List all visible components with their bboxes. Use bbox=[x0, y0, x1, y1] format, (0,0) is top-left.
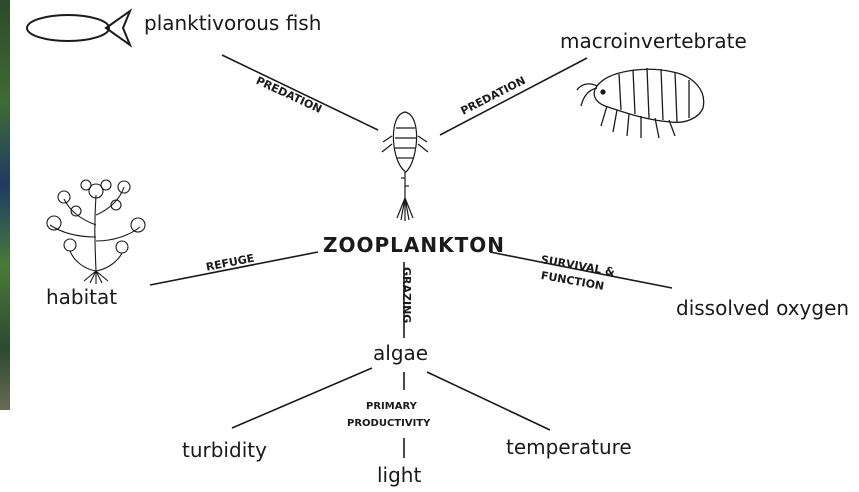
zooplankton-icon bbox=[380, 106, 430, 224]
fish-outline-icon bbox=[22, 5, 134, 51]
line-algae-to-temperature bbox=[427, 372, 550, 430]
node-planktivorous-fish: planktivorous fish bbox=[144, 13, 321, 33]
aquatic-plant-icon bbox=[40, 175, 150, 285]
node-turbidity: turbidity bbox=[182, 440, 267, 460]
node-light: light bbox=[377, 465, 421, 485]
node-macroinvertebrate: macroinvertebrate bbox=[560, 31, 747, 51]
node-temperature: temperature bbox=[506, 437, 632, 457]
edge-label-productivity: PRODUCTIVITY bbox=[347, 419, 430, 429]
edge-label-primary: PRIMARY bbox=[366, 402, 417, 412]
line-macro-to-zooplankton bbox=[440, 58, 587, 135]
node-algae: algae bbox=[373, 343, 428, 363]
node-dissolved-oxygen: dissolved oxygen bbox=[676, 298, 849, 318]
edge-label-grazing: GRAZING bbox=[401, 267, 412, 323]
amphipod-icon bbox=[575, 62, 715, 142]
node-habitat: habitat bbox=[46, 287, 117, 307]
node-zooplankton: ZOOPLANKTON bbox=[323, 235, 505, 255]
